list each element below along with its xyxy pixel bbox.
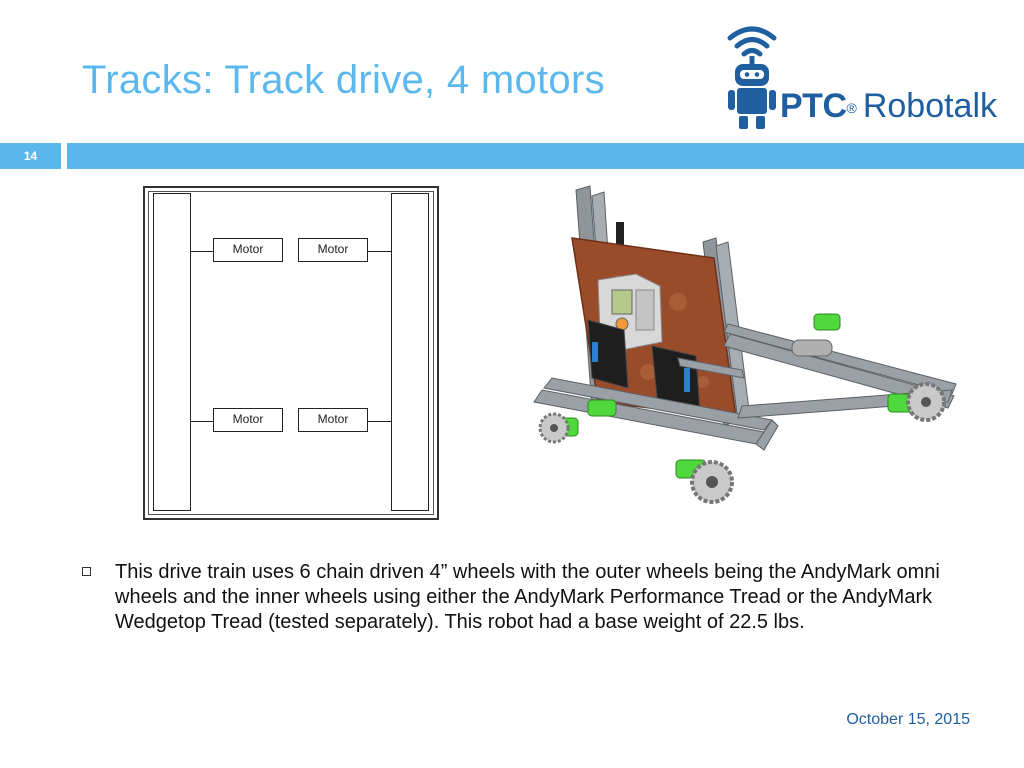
left-track [153, 193, 191, 511]
right-top-link [368, 251, 391, 252]
header-bar [67, 143, 1024, 169]
motor-bottom-right: Motor [298, 408, 368, 432]
sprocket-wheels [538, 382, 946, 504]
footer-date: October 15, 2015 [846, 711, 970, 728]
frame-rails [533, 323, 957, 451]
green-hubs [547, 313, 919, 479]
logo-registered: ® [846, 100, 857, 116]
robot-render-image [533, 185, 957, 504]
ptc-robotalk-logo: PTC® Robotalk [724, 24, 1014, 134]
slide-title: Tracks: Track drive, 4 motors [82, 58, 605, 102]
track-drive-diagram: Motor Motor Motor Motor [143, 186, 439, 520]
drive-motor [791, 339, 833, 357]
bullet-square-icon [82, 567, 91, 576]
motor-top-left: Motor [213, 238, 283, 262]
motor-bottom-left: Motor [213, 408, 283, 432]
left-top-link [191, 251, 213, 252]
right-track [391, 193, 429, 511]
right-bottom-link [368, 421, 391, 422]
bullet-item: This drive train uses 6 chain driven 4” … [82, 560, 982, 635]
logo-product: Robotalk [862, 87, 998, 125]
bullet-text: This drive train uses 6 chain driven 4” … [115, 561, 940, 633]
motor-top-right: Motor [298, 238, 368, 262]
robot-wifi-icon [727, 26, 777, 129]
diagram-inner-frame [148, 191, 434, 515]
slide-number: 14 [0, 143, 61, 169]
logo-brand: PTC [780, 87, 847, 125]
left-bottom-link [191, 421, 213, 422]
logo-wordmark: PTC® Robotalk [780, 86, 997, 126]
